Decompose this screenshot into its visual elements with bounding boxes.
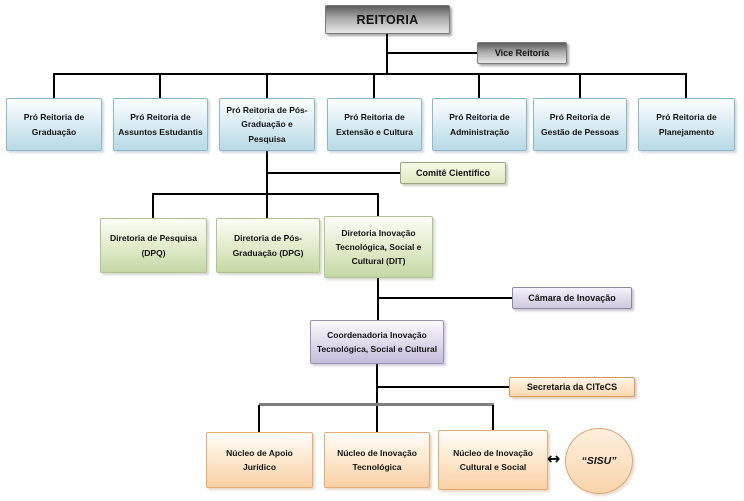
node-label: Pró Reitoria de Planejamento [656, 112, 717, 137]
node-pro-reitoria-graduacao: Pró Reitoria de Graduação [6, 98, 102, 151]
node-label: Diretoria de Pós-Graduação (DPG) [232, 233, 304, 258]
connector-line [376, 386, 509, 388]
connector-line [266, 73, 268, 98]
node-diretoria-inovacao-dit: Diretoria Inovação Tecnológica, Social e… [324, 216, 433, 278]
node-label: Vice Reitoria [494, 48, 550, 58]
node-label: REITORIA [356, 12, 419, 27]
node-label: Pró Reitoria de Extensão e Cultura [336, 112, 413, 137]
node-label: Diretoria Inovação Tecnológica, Social e… [335, 227, 422, 266]
connector-line [266, 151, 268, 218]
connector-line [386, 34, 388, 74]
node-label: Coordenadoria Inovação Tecnológica, Soci… [316, 329, 438, 354]
node-sisu-circle: “SISU” [565, 428, 633, 494]
node-label: Diretoria de Pesquisa (DPQ) [110, 233, 197, 258]
node-label: Pró Reitoria de Pós-Graduação e Pesquisa [226, 105, 308, 144]
connector-line [579, 73, 581, 98]
connector-line [685, 73, 687, 98]
node-diretoria-pesquisa: Diretoria de Pesquisa (DPQ) [100, 218, 207, 273]
connector-line [492, 405, 494, 430]
connector-line [478, 73, 480, 98]
node-label: Núcleo de Inovação Tecnológica [337, 447, 417, 472]
double-arrow-icon: ↔ [547, 449, 561, 468]
connector-line [153, 193, 379, 195]
node-diretoria-pos-graduacao: Diretoria de Pós-Graduação (DPG) [216, 218, 320, 273]
node-nucleo-inovacao-cultural-social: Núcleo de Inovação Cultural e Social [438, 430, 548, 490]
node-label: Núcleo de Inovação Cultural e Social [453, 447, 533, 472]
node-label: Secretaria da CITeCS [526, 382, 618, 392]
connector-line-gray [259, 403, 494, 406]
connector-line [376, 364, 378, 432]
node-label: Comitê Cientifico [415, 168, 490, 178]
connector-line [159, 73, 161, 98]
node-label: Pró Reitoria de Graduação [23, 112, 85, 137]
connector-line [377, 278, 379, 320]
node-pro-reitoria-gestao-pessoas: Pró Reitoria de Gestão de Pessoas [533, 98, 627, 151]
connector-line [377, 297, 512, 299]
node-secretaria-citecs: Secretaria da CITeCS [509, 377, 635, 397]
node-label: Câmara de Inovação [528, 293, 616, 303]
connector-line [258, 405, 260, 432]
node-reitoria: REITORIA [325, 5, 450, 34]
connector-line [152, 193, 154, 218]
node-pro-reitoria-pos-graduacao-pesquisa: Pró Reitoria de Pós-Graduação e Pesquisa [219, 98, 315, 151]
connector-line [386, 52, 477, 54]
node-label: “SISU” [581, 455, 617, 467]
node-pro-reitoria-administracao: Pró Reitoria de Administração [432, 98, 527, 151]
node-coordenadoria-citecs: Coordenadoria Inovação Tecnológica, Soci… [310, 320, 444, 364]
connector-line [373, 73, 375, 98]
node-nucleo-apoio-juridico: Núcleo de Apoio Jurídico [206, 432, 313, 488]
connector-line [266, 172, 400, 174]
node-label: Pró Reitoria de Administração [449, 112, 510, 137]
node-pro-reitoria-planejamento: Pró Reitoria de Planejamento [638, 98, 735, 151]
connector-line [53, 73, 55, 98]
connector-line [377, 193, 379, 216]
node-label: Pró Reitoria de Assuntos Estudantis [118, 112, 203, 137]
node-vice-reitoria: Vice Reitoria [477, 42, 567, 64]
node-pro-reitoria-assuntos-estudantis: Pró Reitoria de Assuntos Estudantis [113, 98, 208, 151]
connector-line [54, 73, 687, 75]
node-camara-inovacao: Câmara de Inovação [512, 287, 632, 309]
node-comite-cientifico: Comitê Cientifico [400, 162, 506, 184]
node-nucleo-inovacao-tecnologica: Núcleo de Inovação Tecnológica [324, 432, 430, 488]
node-pro-reitoria-extensao-cultura: Pró Reitoria de Extensão e Cultura [327, 98, 422, 151]
node-label: Núcleo de Apoio Jurídico [226, 447, 293, 472]
node-label: Pró Reitoria de Gestão de Pessoas [541, 112, 619, 137]
